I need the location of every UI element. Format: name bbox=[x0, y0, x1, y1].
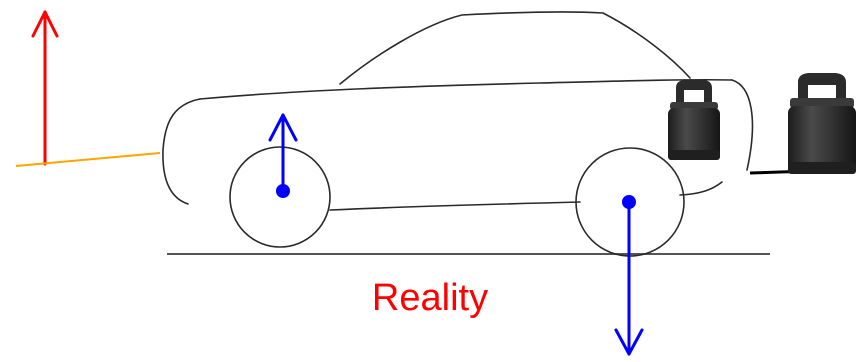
arrow-down-icon bbox=[614, 328, 644, 356]
car-roof bbox=[339, 11, 691, 85]
rear-wheel-force bbox=[614, 195, 644, 356]
car-front bbox=[162, 98, 201, 205]
car-sketch bbox=[162, 11, 754, 211]
front-wheel bbox=[229, 146, 331, 248]
counterweight-icon bbox=[668, 80, 720, 160]
diagram-caption: Reality bbox=[372, 277, 488, 319]
car-rocker bbox=[329, 201, 581, 211]
arrow-up-icon bbox=[31, 10, 59, 38]
front-force-origin bbox=[276, 184, 290, 198]
car-rear bbox=[731, 79, 754, 171]
car-belt-line bbox=[199, 78, 733, 100]
front-wheel-force bbox=[268, 113, 298, 198]
lever-force-arrow bbox=[31, 10, 59, 166]
counterweight-icon bbox=[788, 73, 856, 174]
lever-line bbox=[15, 152, 161, 167]
car-rear-bumper bbox=[679, 181, 723, 196]
rear-force-origin bbox=[622, 195, 636, 209]
arrow-up-icon bbox=[268, 113, 298, 142]
